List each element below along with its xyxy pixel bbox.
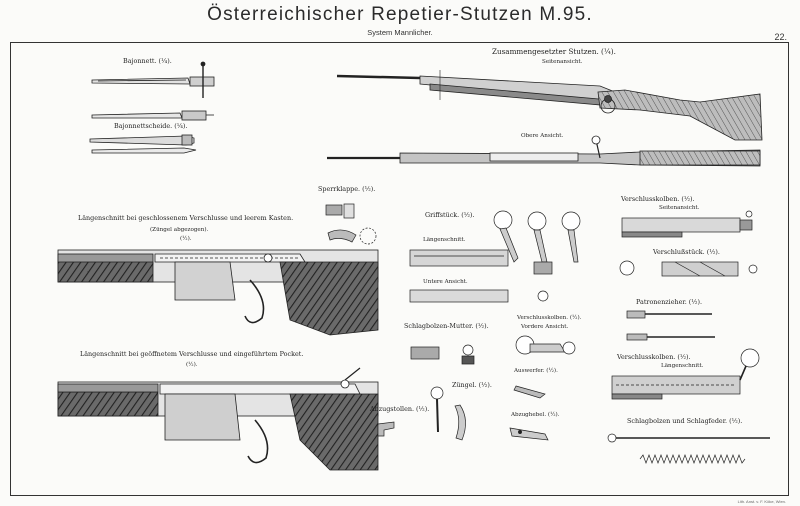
cartridge-guide-drawing bbox=[626, 310, 715, 341]
handle-label: Griffstück. (½). bbox=[425, 211, 475, 219]
section-closed-drawing bbox=[57, 249, 379, 336]
front-view-label: Vordere Ansicht. bbox=[521, 324, 569, 330]
catch-drawing bbox=[325, 203, 377, 245]
trigger-lever-drawing bbox=[509, 427, 549, 441]
section-open-scale: (½). bbox=[186, 362, 198, 368]
longitudinal-label: Längenschnitt. bbox=[423, 237, 466, 243]
plate-title: Österreichischer Repetier-Stutzen M.95. bbox=[207, 4, 593, 25]
top-view-label: Obere Ansicht. bbox=[521, 133, 564, 139]
bolt-head-low-label: Verschlusskolben. (½). bbox=[617, 353, 691, 361]
section-closed-scale: (½). bbox=[180, 236, 192, 242]
bolt-head-mid-drawing bbox=[515, 335, 576, 355]
imprint-text: Lith. Anst. v. F. Köke, Wien. bbox=[737, 499, 786, 504]
bayonet-scabbard-drawing bbox=[89, 134, 197, 154]
bolt-piece-label: Verschlußstück. (½). bbox=[653, 248, 720, 256]
bolt-head-mid-label: Verschlusskolben. (½). bbox=[517, 315, 582, 321]
firing-pin-spring-drawing bbox=[607, 433, 770, 464]
stop-lever-label: Abzugstollen. (½). bbox=[370, 405, 430, 413]
carbine-side-view-drawing bbox=[336, 70, 763, 141]
section-open-drawing bbox=[57, 367, 379, 471]
bolt-head-low-section-label: Längenschnitt. bbox=[661, 363, 704, 369]
bayonet-blade-drawing bbox=[91, 110, 214, 121]
bolt-head-top-label: Verschlusskolben. (½). bbox=[621, 195, 695, 203]
page-number: 22. bbox=[774, 32, 787, 42]
lower-view-label: Untere Ansicht. bbox=[423, 279, 468, 285]
bayonet-label: Bajonnett. (¼). bbox=[123, 57, 172, 65]
side-view-label: Seitenansicht. bbox=[542, 59, 583, 65]
carbine-top-view-drawing bbox=[327, 135, 761, 167]
section-closed-note: (Züngel abgezogen). bbox=[150, 227, 209, 233]
bayonet-drawing bbox=[91, 61, 215, 98]
plate-subtitle: System Mannlicher. bbox=[367, 28, 433, 37]
bolt-head-top-side-label: Seitenansicht. bbox=[659, 205, 700, 211]
firing-pin-nut-label: Schlagbolzen-Mutter. (½). bbox=[404, 322, 489, 330]
trigger-label: Züngel. (½). bbox=[452, 381, 492, 389]
catch-label: Sperrklappe. (½). bbox=[318, 185, 376, 193]
trigger-lever-label: Abzughebel. (½). bbox=[511, 412, 560, 418]
cartridge-guide-label: Patronenzieher. (½). bbox=[636, 298, 703, 306]
ejector-drawing bbox=[513, 385, 546, 399]
plate-frame bbox=[10, 42, 789, 496]
bolt-head-low-drawing bbox=[611, 348, 760, 400]
firing-pin-spring-label: Schlagbolzen und Schlagfeder. (½). bbox=[627, 417, 743, 425]
section-closed-label: Längenschnitt bei geschlossenem Verschlu… bbox=[78, 214, 294, 222]
bolt-piece-drawing bbox=[619, 260, 758, 277]
trigger-drawing bbox=[430, 386, 466, 441]
bolt-head-top-drawing bbox=[621, 210, 753, 238]
bayonet-scabbard-label: Bajonnettscheide. (¼). bbox=[114, 122, 188, 130]
stop-lever-drawing bbox=[377, 421, 395, 437]
assembled-carbine-label: Zusammengesetzter Stutzen. (¼). bbox=[492, 47, 616, 56]
section-open-label: Längenschnitt bei geöffnetem Verschlusse… bbox=[80, 350, 304, 358]
ejector-label: Auswerfer. (½). bbox=[514, 368, 558, 374]
firing-pin-nut-drawing bbox=[410, 344, 475, 365]
handle-drawing bbox=[409, 210, 581, 303]
